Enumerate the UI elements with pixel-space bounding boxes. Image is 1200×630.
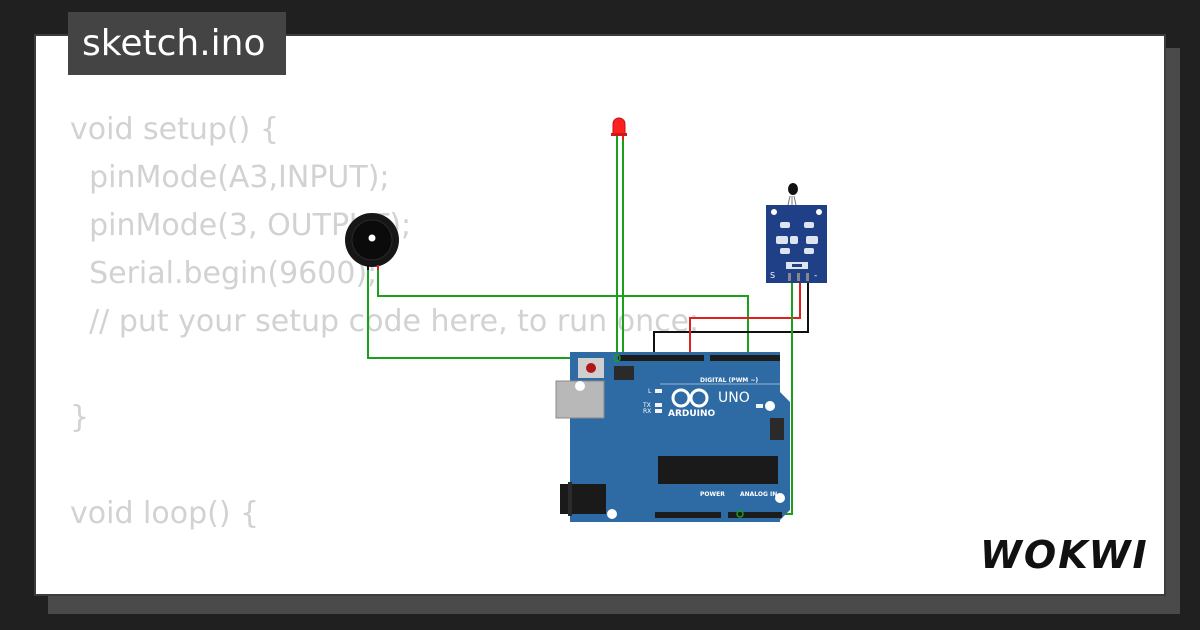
code-line: void setup() {: [70, 112, 279, 147]
buzzer: [345, 213, 399, 270]
wokwi-logo: WOKWI: [980, 533, 1149, 576]
temperature-sensor: S -: [766, 183, 827, 283]
board-analog-label: ANALOG IN: [740, 491, 777, 498]
sensor-pin-s-label: S: [770, 271, 775, 280]
code-line: void loop() {: [70, 496, 260, 531]
board-model-label: UNO: [718, 390, 750, 406]
code-line: // put your setup code here, to run once…: [70, 304, 700, 339]
led: [611, 117, 627, 360]
board-rx-label: RX: [643, 408, 651, 415]
code-line: pinMode(A3,INPUT);: [70, 160, 390, 195]
sensor-pin-minus-label: -: [814, 271, 817, 281]
board-digital-label: DIGITAL (PWM ~): [700, 377, 758, 384]
wokwi-logo-text: WOKWI: [980, 533, 1149, 576]
preview-card: void setup() { pinMode(A3,INPUT); pinMod…: [34, 34, 1166, 596]
board-brand-label: ARDUINO: [668, 409, 716, 419]
sketch-title: sketch.ino: [68, 12, 286, 75]
board-l-label: L: [648, 388, 652, 395]
board-tx-label: TX: [642, 402, 651, 409]
code-preview: void setup() { pinMode(A3,INPUT); pinMod…: [70, 106, 699, 538]
arduino-uno-board: UNO ARDUINO DIGITAL (PWM ~) POWER ANALOG…: [555, 352, 790, 522]
board-on-label: ON: [765, 403, 774, 410]
board-power-label: POWER: [700, 491, 725, 498]
code-line: Serial.begin(9600);: [70, 256, 378, 291]
code-line: }: [70, 400, 90, 435]
wire-endpoints: [613, 354, 744, 518]
